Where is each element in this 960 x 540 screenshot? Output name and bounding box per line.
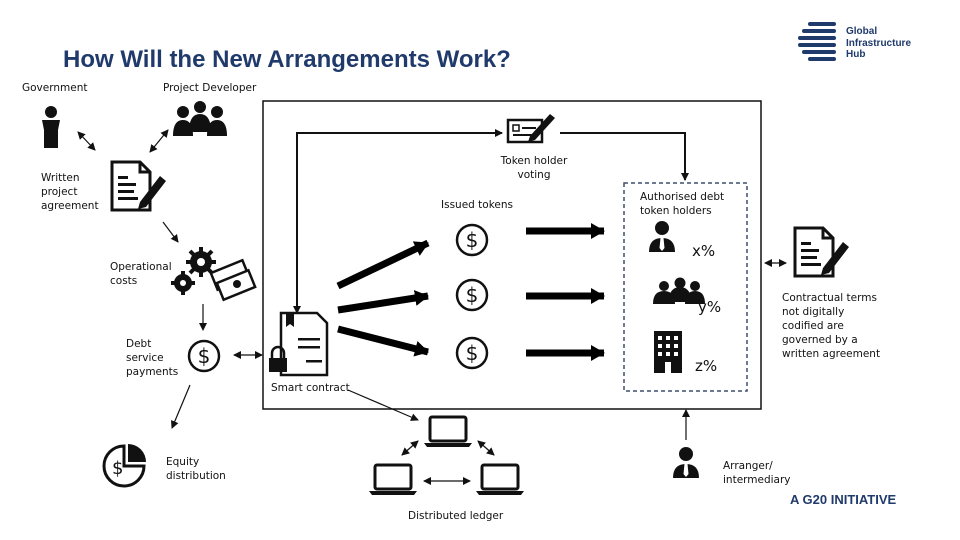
authorised-holders-label: Authorised debt token holders (640, 190, 724, 218)
percentage-z: z% (695, 357, 718, 375)
label-line: distribution (166, 470, 226, 482)
equity-distribution-label: Equity distribution (166, 455, 226, 483)
dollar-coin-icon (187, 339, 221, 373)
g20-initiative-footer: A G20 INITIATIVE (790, 492, 897, 507)
label-line: Operational (110, 261, 172, 273)
dollar-coin-icon (455, 336, 489, 370)
gears-icon (171, 247, 216, 295)
dollar-coin-icon (455, 278, 489, 312)
label-line: Written (41, 172, 80, 184)
global-infrastructure-hub-logo (798, 22, 836, 61)
document-pen-icon (110, 160, 168, 212)
ballot-pen-icon (506, 114, 555, 144)
blockchain-frame (262, 100, 762, 410)
debt-service-label: Debt service payments (126, 337, 178, 379)
percentage-y: y% (698, 298, 722, 316)
label-line: Authorised debt (640, 191, 725, 203)
podium-speaker-icon (42, 106, 60, 148)
laptop-icon (367, 463, 419, 497)
people-group-icon (653, 277, 705, 304)
businessman-icon (649, 221, 675, 252)
label-line: voting (517, 169, 551, 181)
label-line: token holders (640, 205, 712, 217)
project-developer-label: Project Developer (163, 82, 257, 94)
laptop-icon (422, 415, 474, 449)
smart-contract-document-icon (279, 311, 329, 377)
label-line: Equity (166, 456, 200, 468)
issued-tokens-label: Issued tokens (441, 199, 513, 211)
label-line: service (126, 352, 164, 364)
label-line: payments (126, 366, 179, 378)
arranger-label: Arranger/ intermediary (723, 459, 791, 487)
logo-line: Infrastructure (846, 37, 912, 49)
label-line: Contractual terms (782, 292, 877, 304)
label-line: agreement (41, 200, 99, 212)
building-icon (654, 331, 682, 373)
label-line: Token holder (500, 155, 568, 167)
written-agreement-label: Written project agreement (41, 171, 99, 213)
label-line: codified are (782, 320, 844, 332)
people-group-icon (173, 101, 227, 136)
cash-icon (209, 258, 257, 302)
logo-text: Global Infrastructure Hub (846, 26, 911, 61)
authorised-holders-box (623, 182, 748, 392)
logo-line: Global (846, 26, 878, 37)
pie-chart-dollar-icon: $ (102, 444, 146, 488)
dollar-coin-icon (455, 223, 489, 257)
logo-line: Hub (846, 49, 866, 60)
label-line: not digitally (782, 306, 845, 318)
svg-text:$: $ (112, 458, 123, 479)
operational-costs-label: Operational costs (110, 260, 172, 288)
government-label: Government (22, 82, 88, 94)
contractual-terms-label: Contractual terms not digitally codified… (782, 291, 880, 361)
label-line: written agreement (782, 348, 881, 360)
page-title: How Will the New Arrangements Work? (63, 46, 511, 73)
laptop-icon (474, 463, 526, 497)
padlock-icon (269, 345, 287, 372)
distributed-ledger-label: Distributed ledger (408, 510, 504, 522)
label-line: project (41, 186, 78, 198)
smart-contract-label: Smart contract (271, 382, 350, 394)
label-line: Debt (126, 338, 152, 350)
document-pen-icon (793, 226, 851, 278)
token-voting-label: Token holder voting (498, 154, 570, 182)
businessman-icon (673, 447, 699, 478)
label-line: intermediary (723, 474, 791, 486)
label-line: costs (110, 275, 138, 287)
label-line: governed by a (782, 334, 858, 346)
label-line: Arranger/ (723, 460, 773, 472)
percentage-x: x% (692, 242, 716, 260)
